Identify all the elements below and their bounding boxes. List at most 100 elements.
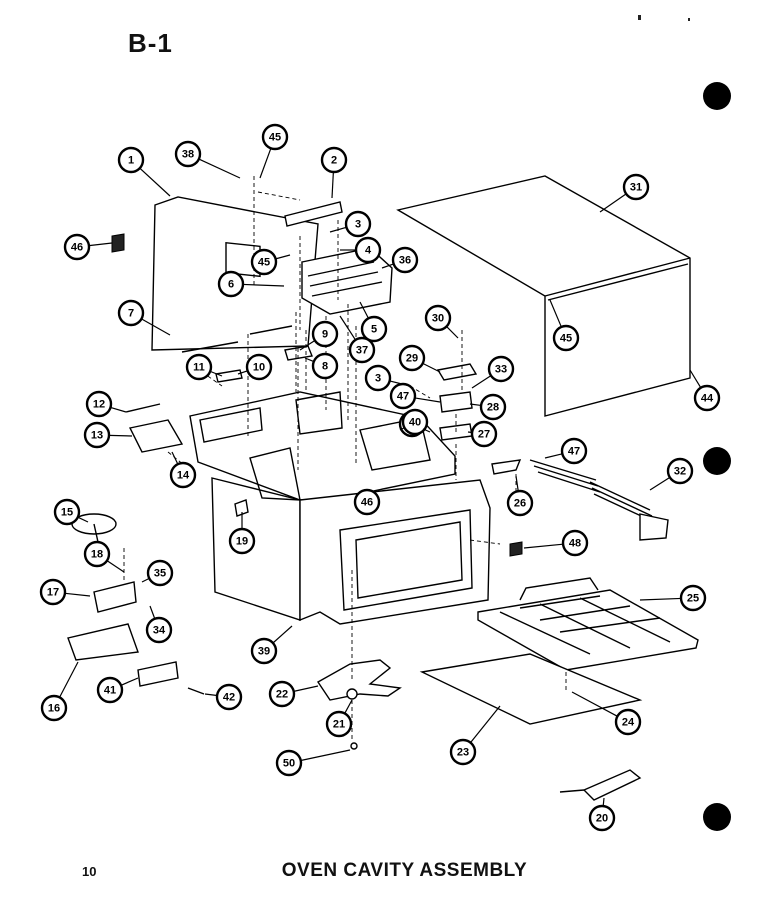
callout-circle xyxy=(174,140,202,168)
callout-33: 33 xyxy=(487,355,515,383)
callout-number: 31 xyxy=(630,182,642,194)
part-50 xyxy=(350,742,358,750)
callout-45: 45 xyxy=(552,324,580,352)
diagram-parts xyxy=(67,175,699,801)
callout-number: 46 xyxy=(71,242,83,254)
callout-circle xyxy=(146,559,174,587)
callout-12: 12 xyxy=(85,390,113,418)
callout-number: 45 xyxy=(258,257,270,269)
callout-leader xyxy=(399,427,405,431)
callout-number: 46 xyxy=(361,497,373,509)
callout-5: 5 xyxy=(360,315,388,343)
callout-number: 11 xyxy=(193,362,205,374)
callout-circle xyxy=(614,708,642,736)
callout-3: 3 xyxy=(344,210,372,238)
callout-number: 12 xyxy=(93,399,105,411)
callout-leader xyxy=(88,242,113,247)
outer-case-edge xyxy=(544,257,691,301)
callout-46: 46 xyxy=(63,233,91,261)
callout-41: 41 xyxy=(96,676,124,704)
callout-number: 9 xyxy=(322,329,328,341)
callout-circle xyxy=(83,540,111,568)
callout-circle xyxy=(245,353,273,381)
callout-31: 31 xyxy=(622,173,650,201)
callout-16: 16 xyxy=(40,694,68,722)
callout-circle xyxy=(487,355,515,383)
stirrer xyxy=(316,659,402,701)
callout-number: 26 xyxy=(514,498,526,510)
callout-circle xyxy=(424,304,452,332)
callout-circle xyxy=(261,123,289,151)
part-10 xyxy=(215,369,243,383)
callout-circle xyxy=(320,146,348,174)
callout-number: 47 xyxy=(568,446,580,458)
callout-leader xyxy=(467,431,473,434)
callout-leader xyxy=(299,339,316,351)
callout-number: 19 xyxy=(236,536,248,548)
callout-number: 10 xyxy=(253,362,265,374)
callout-number: 37 xyxy=(356,345,368,357)
callout-leader xyxy=(689,369,702,389)
callout-2: 2 xyxy=(320,146,348,174)
callout-40: 40 xyxy=(401,408,429,436)
callout-number: 41 xyxy=(104,685,116,697)
callout-34: 34 xyxy=(145,616,173,644)
motor-shaft xyxy=(93,523,99,543)
callout-48: 48 xyxy=(561,529,589,557)
callout-number: 16 xyxy=(48,703,60,715)
callout-leader xyxy=(470,705,501,744)
callout-29: 29 xyxy=(398,344,426,372)
callout-circle xyxy=(169,461,197,489)
outer-case xyxy=(396,175,691,417)
callout-27: 27 xyxy=(470,420,498,448)
callout-number: 47 xyxy=(397,391,409,403)
callout-42: 42 xyxy=(215,683,243,711)
top-bracket xyxy=(284,201,343,227)
callout-46: 46 xyxy=(353,488,381,516)
callout-3: 3 xyxy=(364,364,392,392)
callout-circle xyxy=(360,315,388,343)
callout-26: 26 xyxy=(506,489,534,517)
callout-number: 22 xyxy=(276,689,288,701)
callout-circle xyxy=(693,384,721,412)
callout-circle xyxy=(679,584,707,612)
callout-leader xyxy=(544,453,563,459)
bracket-16 xyxy=(67,623,139,661)
callout-circle xyxy=(311,320,339,348)
callout-leader xyxy=(106,560,125,573)
callout-number: 28 xyxy=(487,402,499,414)
callout-leader xyxy=(381,263,394,269)
callout-circle xyxy=(401,408,429,436)
part-29 xyxy=(436,363,478,381)
switch xyxy=(137,661,179,687)
callout-number: 17 xyxy=(47,587,59,599)
callout-32: 32 xyxy=(666,457,694,485)
part-40 xyxy=(234,499,249,517)
callout-number: 25 xyxy=(687,593,699,605)
callout-leader xyxy=(469,403,482,407)
callout-number: 8 xyxy=(322,361,328,373)
callout-circle xyxy=(622,173,650,201)
callout-leader xyxy=(359,301,370,319)
tray-grid xyxy=(499,595,671,655)
callout-number: 48 xyxy=(569,538,581,550)
tray xyxy=(477,589,699,671)
back-panel-strip xyxy=(181,325,293,353)
callout-number: 30 xyxy=(432,313,444,325)
callout-leader xyxy=(272,625,293,644)
callout-number: 18 xyxy=(91,549,103,561)
callout-leader xyxy=(59,661,79,698)
callout-leader xyxy=(300,749,351,762)
callout-9: 9 xyxy=(311,320,339,348)
binder-hole xyxy=(703,82,731,110)
cavity-inner xyxy=(355,521,463,599)
callout-22: 22 xyxy=(268,680,296,708)
callout-47: 47 xyxy=(389,382,417,410)
callout-number: 44 xyxy=(701,393,714,405)
part-48 xyxy=(509,541,523,557)
callout-circle xyxy=(117,146,145,174)
callout-leader xyxy=(149,605,156,619)
cavity-front xyxy=(299,479,491,625)
callout-circle xyxy=(250,248,278,276)
callout-circle xyxy=(275,749,303,777)
